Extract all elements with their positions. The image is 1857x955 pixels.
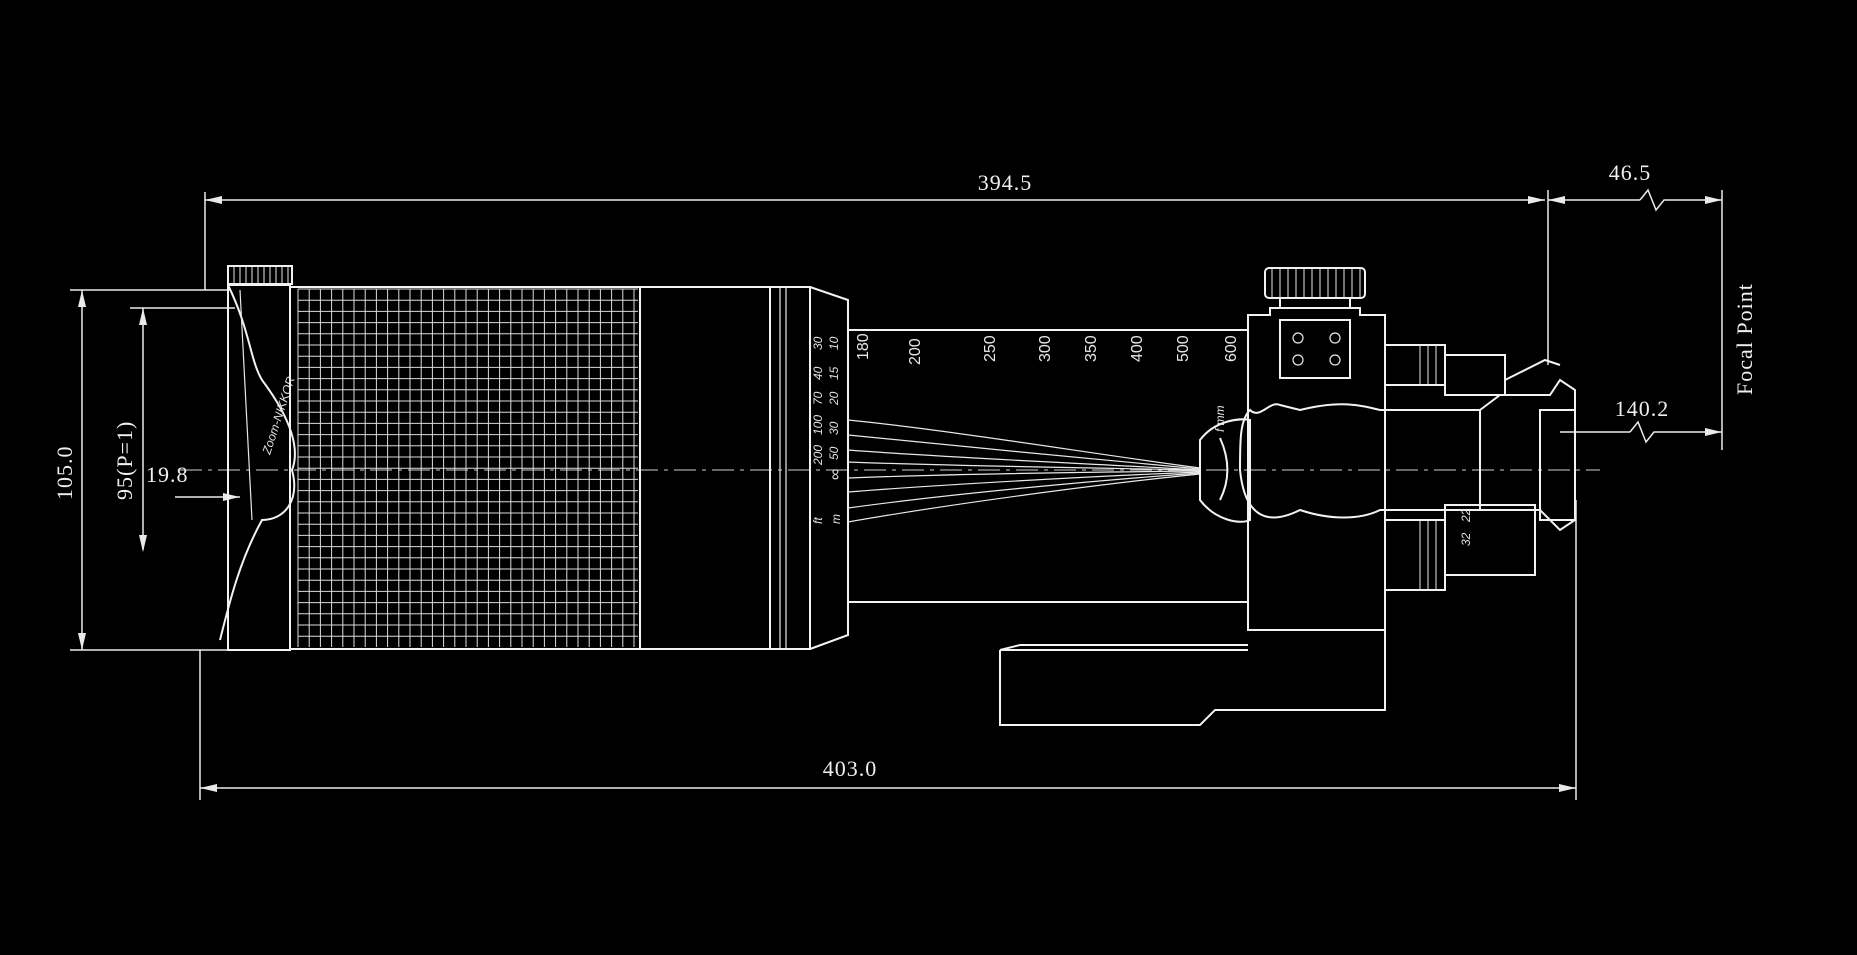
distance-m-15: 15 [827, 366, 841, 380]
focal-scale-200: 200 [907, 338, 924, 365]
dim-label-46-5: 46.5 [1609, 160, 1652, 185]
distance-infinity: ∞ [827, 469, 844, 480]
focal-scale-400: 400 [1129, 335, 1146, 362]
aperture-32: 32 [1459, 532, 1473, 546]
focal-scale-600: 600 [1223, 335, 1240, 362]
distance-ft-40: 40 [811, 366, 825, 380]
tripod-collar [999, 267, 1386, 726]
dimension-403-0: 403.0 [199, 500, 1577, 800]
zoom-tube: 180 200 250 300 350 400 500 600 f mm 30 … [811, 329, 1248, 603]
distance-m-unit: m [829, 514, 843, 524]
focal-scale-350: 350 [1083, 335, 1100, 362]
distance-m-30: 30 [827, 421, 841, 435]
dim-label-95: 95(P=1) [112, 421, 137, 500]
dim-label-140-2: 140.2 [1615, 396, 1670, 421]
dimension-105-0: 105.0 [52, 289, 240, 651]
distance-m-10: 10 [827, 336, 841, 350]
distance-ft-200: 200 [811, 445, 825, 466]
dimension-140-2: 140.2 [1560, 396, 1722, 444]
dimension-394-5: 394.5 [204, 170, 1545, 290]
dimension-46-5: 46.5 [1547, 160, 1723, 450]
distance-ft-unit: ft [811, 517, 825, 524]
front-element: Zoom-NIKKOR [219, 265, 298, 651]
focus-grip [297, 288, 638, 647]
focal-scale-500: 500 [1175, 335, 1192, 362]
distance-ft-30: 30 [811, 336, 825, 350]
brand-label: Zoom-NIKKOR [259, 375, 298, 457]
distance-m-50: 50 [827, 446, 841, 460]
dim-label-19-8: 19.8 [146, 462, 189, 487]
dim-label-403-0: 403.0 [823, 756, 878, 781]
dim-label-105-0: 105.0 [52, 446, 77, 501]
focal-scale-300: 300 [1037, 335, 1054, 362]
rear-mount: 32 22 [1199, 344, 1576, 591]
main-barrel [289, 286, 849, 650]
focal-point-label: Focal Point [1732, 283, 1757, 395]
distance-ft-70: 70 [811, 391, 825, 405]
dimension-95: 95(P=1) [112, 307, 235, 552]
aperture-22: 22 [1459, 508, 1473, 523]
distance-ft-100: 100 [811, 415, 825, 435]
distance-m-20: 20 [827, 391, 841, 406]
dim-label-394-5: 394.5 [978, 170, 1033, 195]
focal-scale-180: 180 [855, 333, 872, 360]
focal-scale-250: 250 [982, 335, 999, 362]
dimension-19-8: 19.8 [146, 462, 240, 501]
focal-unit: f mm [1213, 405, 1227, 432]
